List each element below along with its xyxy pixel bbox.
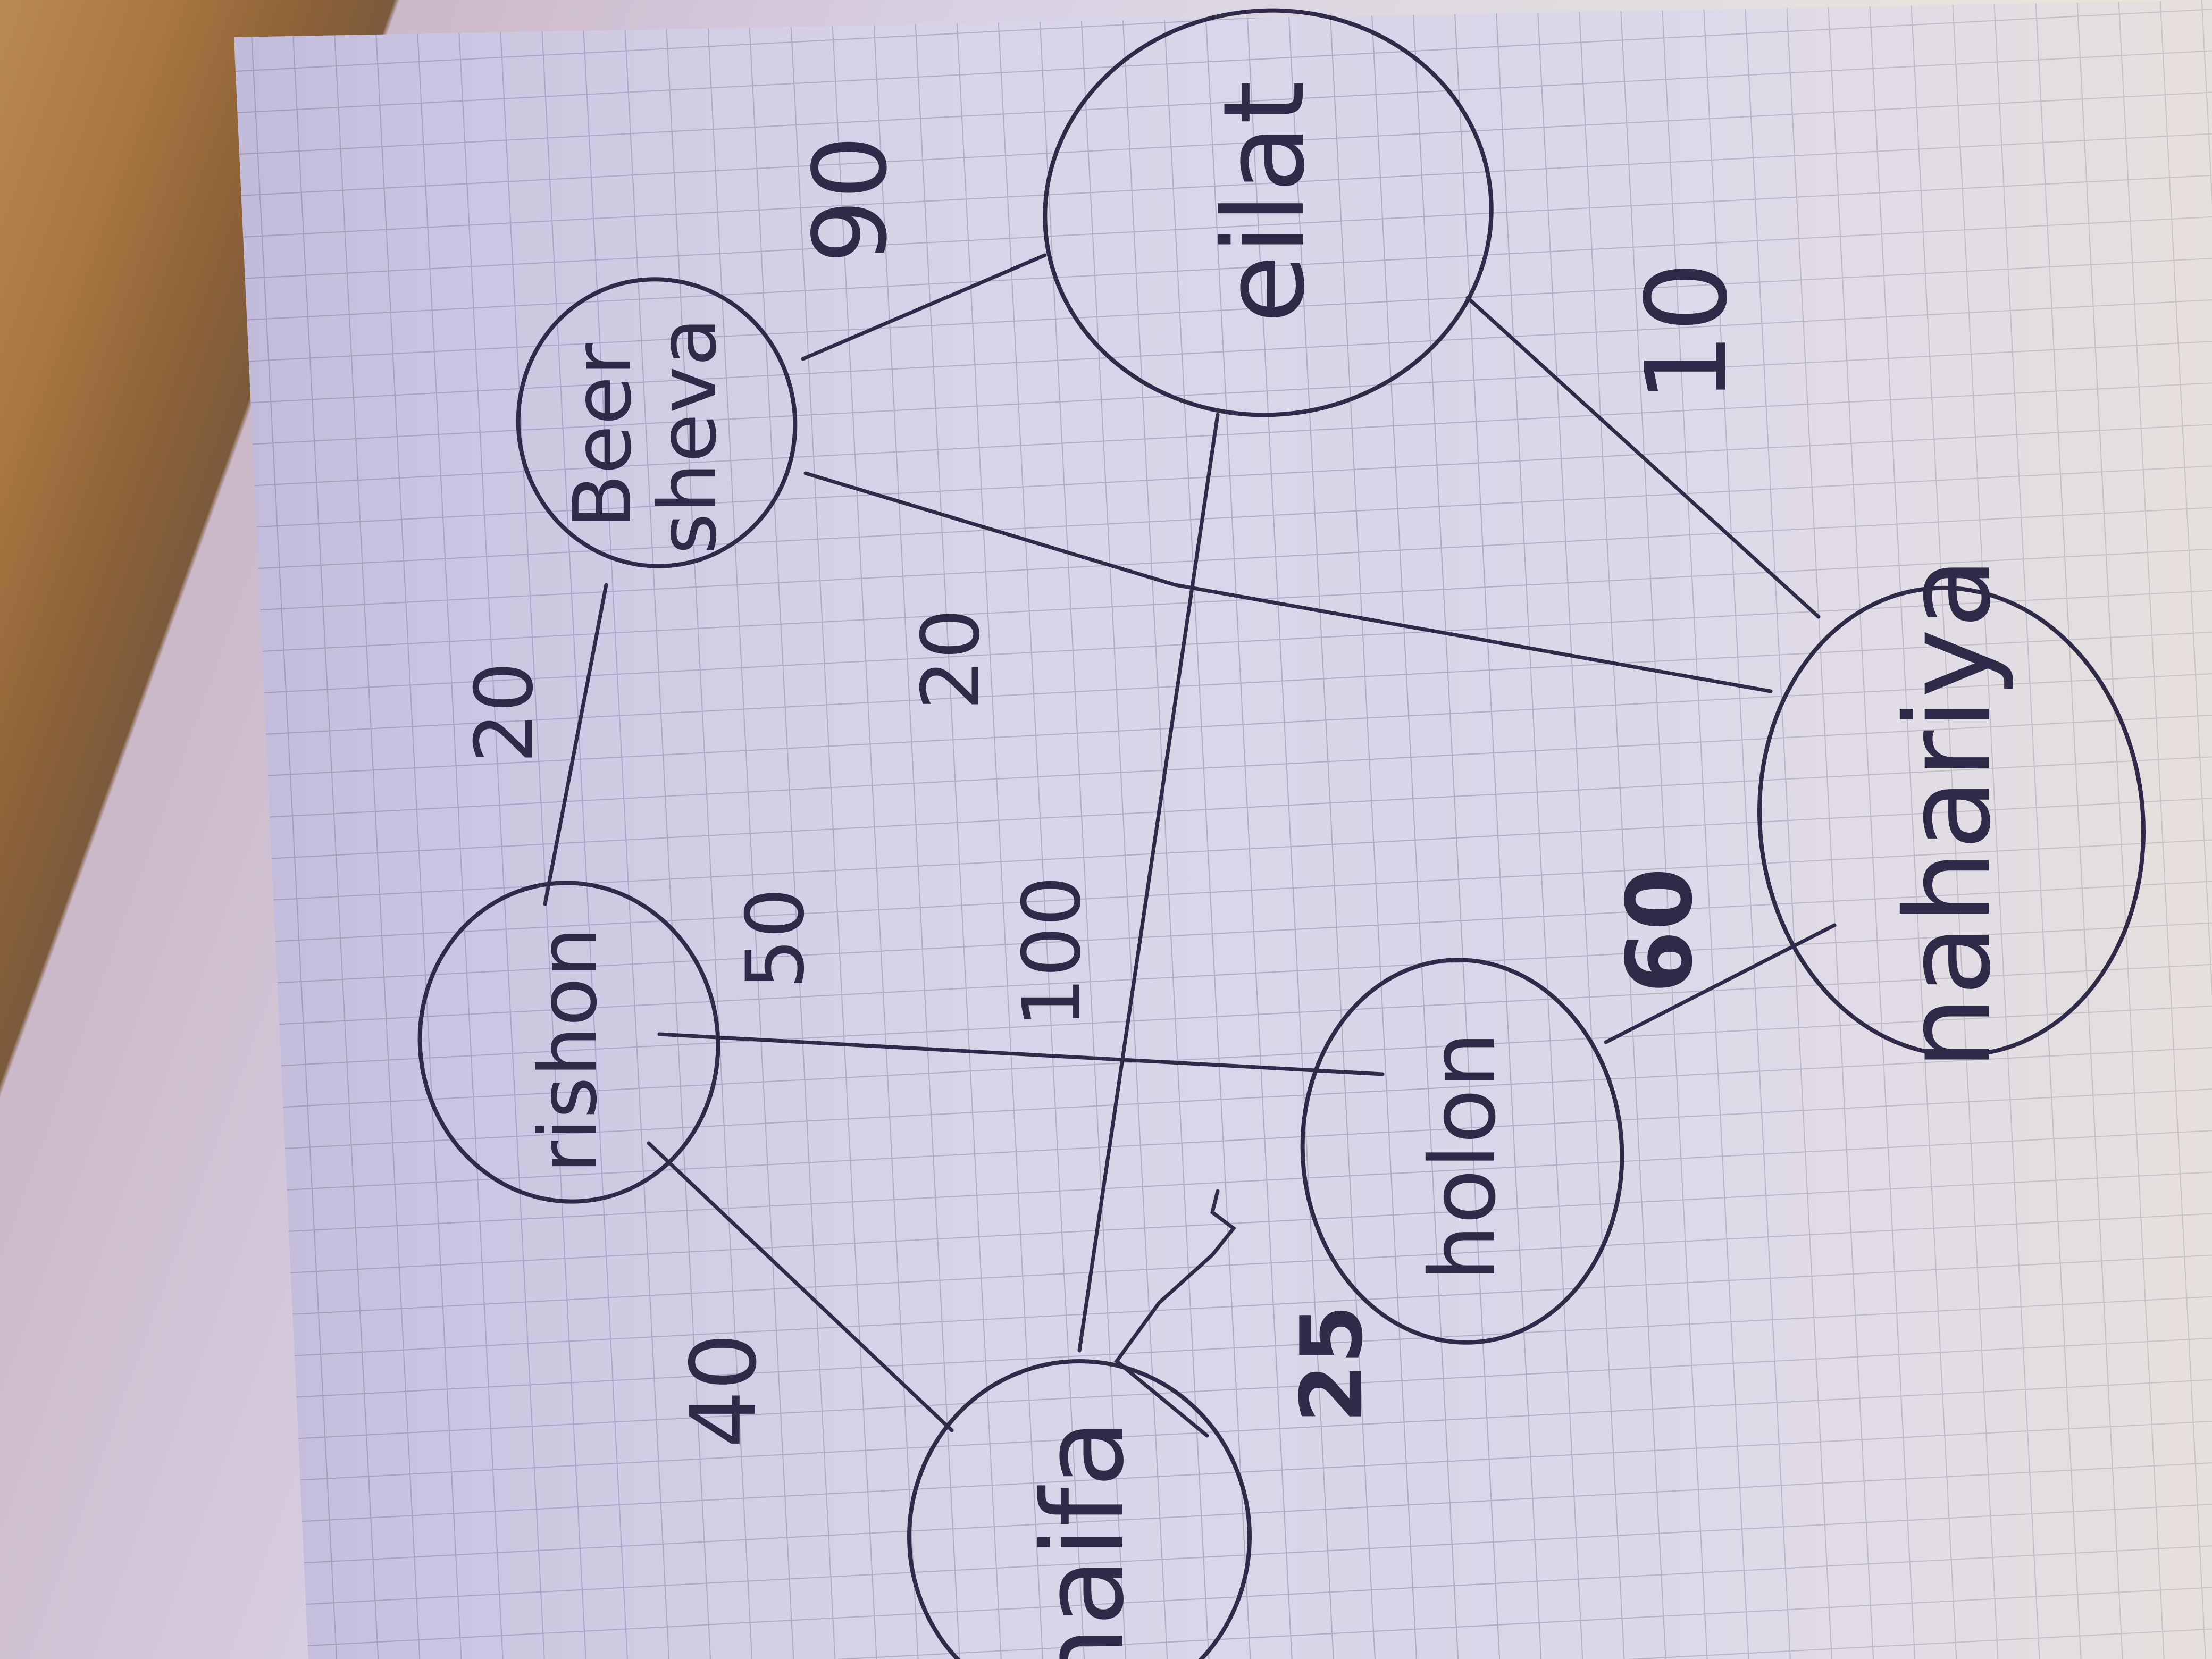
edge-rishon-holon	[657, 1032, 1385, 1076]
node-label-holon: holon	[1411, 1032, 1516, 1282]
edges	[543, 253, 1837, 1438]
weight-beer-sheva-eilat: 90	[792, 135, 909, 264]
nodes	[417, 8, 2146, 1659]
node-label-rishon: rishon	[522, 927, 615, 1173]
weight-eilat-nahariya: 10	[1622, 261, 1752, 403]
edge-rishon-haifa	[647, 1141, 954, 1432]
node-holon	[1300, 958, 1624, 1345]
edge-haifa-holon	[1114, 1189, 1236, 1438]
node-label-beer-sheva-1: Beer	[557, 343, 649, 529]
weight-eilat-haifa: 100	[1006, 876, 1099, 1028]
node-nahariya	[1757, 585, 2146, 1058]
weight-rishon-beer-sheva: 20	[458, 662, 551, 764]
node-rishon	[417, 881, 720, 1204]
edge-eilat-haifa	[1077, 413, 1220, 1353]
edge-weights: 20 90 10 20 100 50 40 25	[458, 135, 1752, 1448]
lighting-overlay	[234, 0, 2212, 1659]
weight-haifa-holon: 25	[1282, 1305, 1381, 1423]
node-eilat	[1043, 8, 1494, 417]
weight-beer-sheva-nahariya: 20	[905, 609, 998, 710]
node-label-eilat: eilat	[1199, 81, 1329, 324]
edge-eilat-nahariya	[1465, 296, 1821, 619]
node-label-beer-sheva-2: sheva	[642, 317, 734, 555]
weight-holon-nahariya: 60	[1607, 868, 1713, 994]
node-label-nahariya: nahariya	[1880, 557, 2016, 1070]
node-labels: Beer sheva eilat rishon holon haifa naha…	[522, 81, 2016, 1659]
node-label-haifa: haifa	[1018, 1419, 1149, 1659]
weight-rishon-haifa: 40	[672, 1333, 777, 1448]
weight-rishon-holon: 50	[730, 888, 822, 990]
edge-rishon-beer-sheva	[543, 583, 608, 906]
node-haifa	[907, 1359, 1252, 1659]
edge-holon-nahariya	[1604, 923, 1837, 1044]
edge-beer-sheva-nahariya	[803, 471, 1773, 693]
edge-beer-sheva-eilat	[801, 253, 1047, 361]
node-beer-sheva	[516, 277, 798, 568]
